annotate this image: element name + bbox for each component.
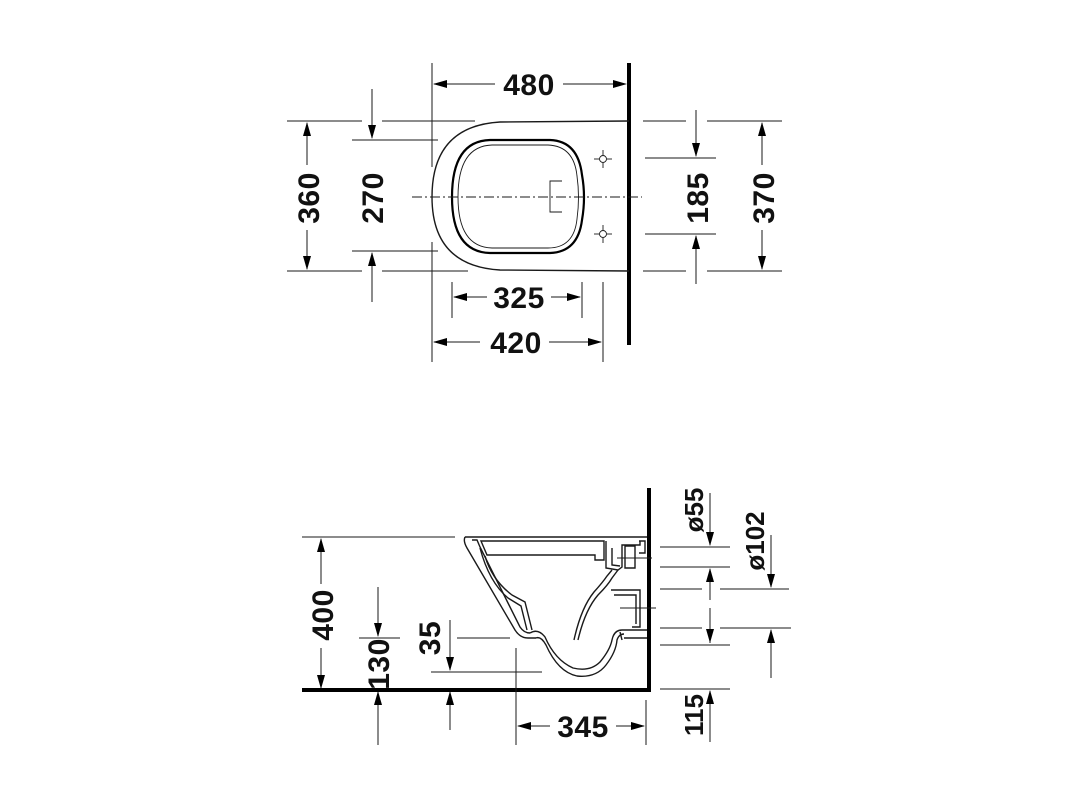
dim-waterline-height: 130 (363, 638, 396, 690)
plan-view: 480 360 270 185 (287, 63, 782, 362)
dim-inlet-diameter: ø55 (679, 488, 709, 533)
dim-rim-height: 400 (307, 589, 340, 641)
dim-seat-length: 325 (493, 282, 545, 315)
seat-inner-outline (457, 144, 579, 249)
dim-bowl-length: 420 (490, 327, 542, 360)
dim-overall-length: 480 (503, 69, 555, 102)
elevation-view: 400 130 35 345 ø55 (302, 488, 791, 745)
bowl-outline (431, 120, 630, 272)
hinge-bracket (549, 180, 562, 213)
dim-waterline-offset: 35 (414, 621, 447, 655)
fixing-hole-icon (594, 225, 612, 243)
toilet-profile (463, 536, 656, 677)
dim-outer-width-right: 370 (748, 172, 781, 224)
dim-outlet-projection: 345 (557, 711, 609, 744)
seat-outline (450, 138, 586, 255)
dim-fixing-hole-spacing: 185 (682, 172, 715, 224)
dim-outlet-height: 115 (679, 694, 709, 736)
fixing-hole-icon (594, 150, 612, 168)
dim-inner-width: 270 (357, 172, 390, 224)
dim-outlet-diameter: ø102 (740, 511, 770, 570)
dim-overall-width: 360 (293, 172, 326, 224)
